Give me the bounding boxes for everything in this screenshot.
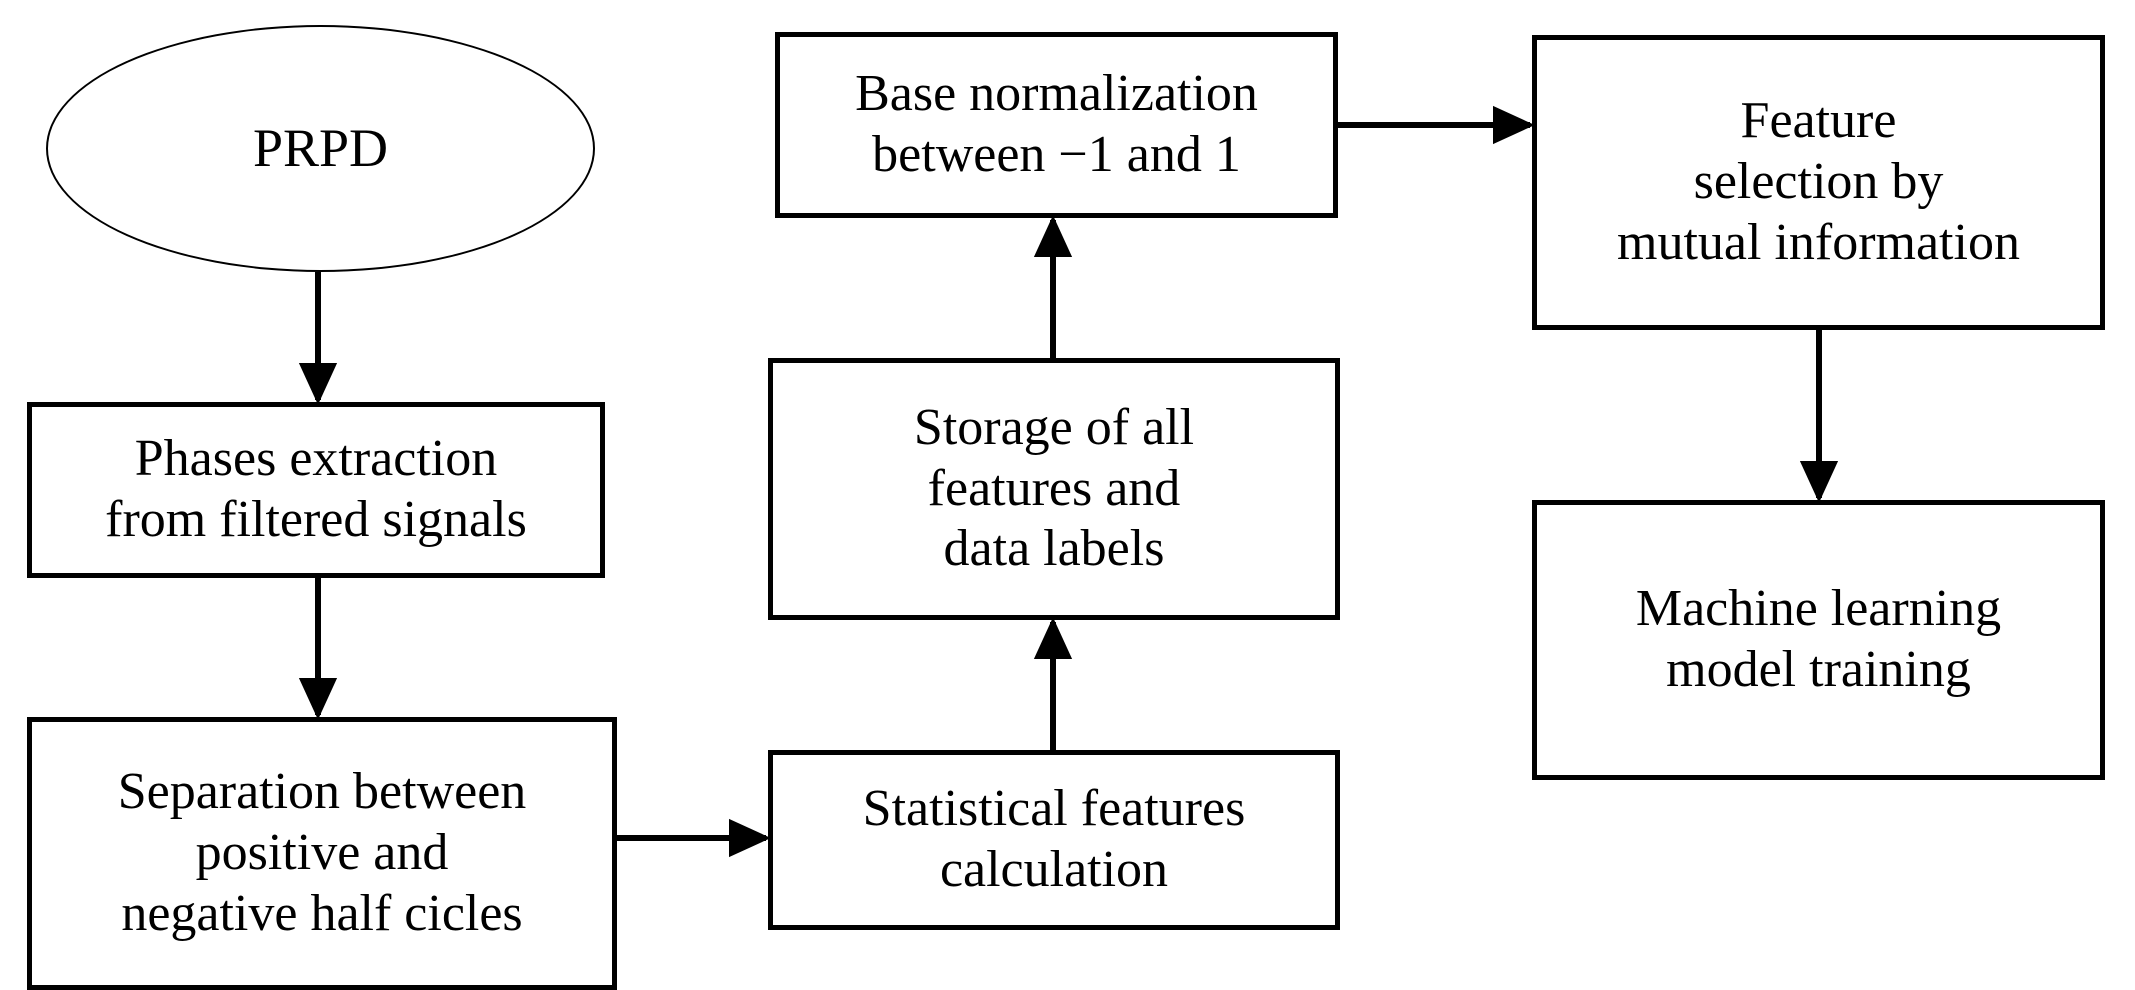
half-cycle-separation-label: Separation between positive and negative… xyxy=(117,763,527,942)
statistical-features-calculation[interactable]: Statistical features calculation xyxy=(768,750,1340,930)
feature-selection-mutual-information[interactable]: Feature selection by mutual information xyxy=(1532,35,2105,330)
machine-learning-model-training[interactable]: Machine learning model training xyxy=(1532,500,2105,780)
feature-selection-mutual-information-label: Feature selection by mutual information xyxy=(1617,92,2020,271)
prpd-source-label: PRPD xyxy=(252,117,389,178)
phases-extraction[interactable]: Phases extraction from filtered signals xyxy=(27,402,605,578)
prpd-source[interactable]: PRPD xyxy=(46,25,595,272)
feature-and-label-storage[interactable]: Storage of all features and data labels xyxy=(768,358,1340,620)
machine-learning-model-training-label: Machine learning model training xyxy=(1635,580,2002,698)
half-cycle-separation[interactable]: Separation between positive and negative… xyxy=(27,717,617,990)
phases-extraction-label: Phases extraction from filtered signals xyxy=(105,430,527,548)
feature-and-label-storage-label: Storage of all features and data labels xyxy=(913,398,1195,578)
statistical-features-calculation-label: Statistical features calculation xyxy=(862,780,1246,898)
base-normalization-label: Base normalization between −1 and 1 xyxy=(855,65,1258,183)
base-normalization[interactable]: Base normalization between −1 and 1 xyxy=(775,32,1338,218)
